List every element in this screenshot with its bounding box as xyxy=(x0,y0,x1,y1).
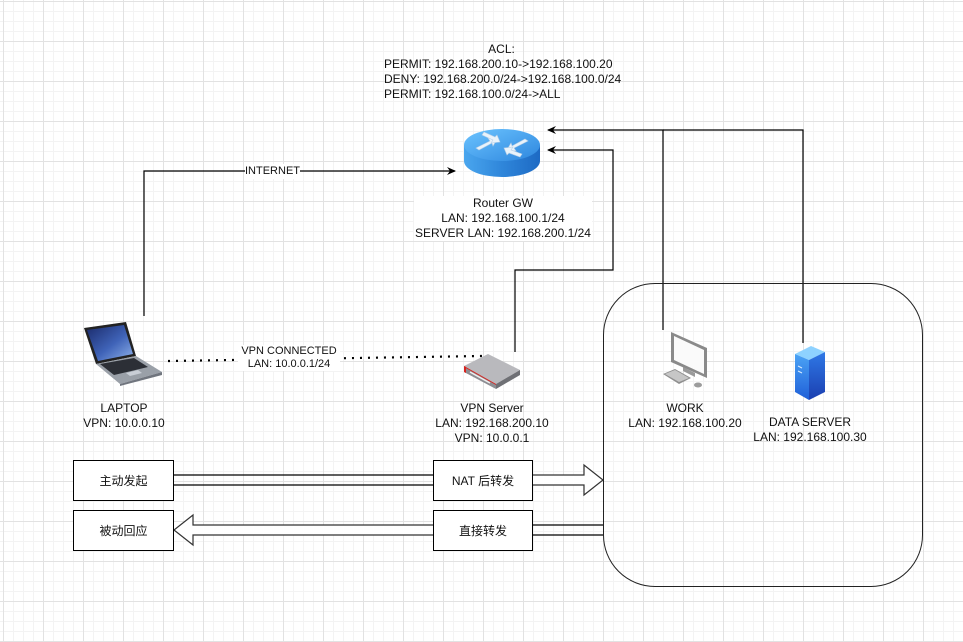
initiate-flow-arrow xyxy=(174,463,604,497)
vpn-subnet: LAN: 10.0.0.1/24 xyxy=(247,358,331,370)
laptop-icon[interactable] xyxy=(82,320,164,386)
internet-connector xyxy=(143,167,456,316)
acl-title: ACL: xyxy=(488,42,515,56)
desktop-computer-icon[interactable] xyxy=(661,330,711,390)
vpn-server-vpn-ip: VPN: 10.0.0.1 xyxy=(454,431,530,445)
work-label: WORK LAN: 192.168.100.20 xyxy=(625,401,745,431)
data-server-lan-ip: LAN: 192.168.100.30 xyxy=(753,430,867,444)
laptop-name: LAPTOP xyxy=(100,401,148,415)
server-tower-icon[interactable] xyxy=(793,344,827,402)
router-label: Router GW LAN: 192.168.100.1/24 SERVER L… xyxy=(414,196,592,241)
router-icon[interactable] xyxy=(462,123,542,181)
internet-label: INTERNET xyxy=(245,164,300,179)
router-server-lan: SERVER LAN: 192.168.200.1/24 xyxy=(415,226,591,240)
vpn-link-label: VPN CONNECTED LAN: 10.0.0.1/24 xyxy=(238,345,340,371)
data-server-router-connector xyxy=(663,129,804,343)
acl-block: ACL: PERMIT: 192.168.200.10->192.168.100… xyxy=(384,42,621,102)
data-server-label: DATA SERVER LAN: 192.168.100.30 xyxy=(745,415,875,445)
reply-box: 被动回应 xyxy=(73,510,174,551)
router-name: Router GW xyxy=(472,196,533,210)
vpn-appliance-icon[interactable] xyxy=(462,352,522,390)
vpn-server-name: VPN Server xyxy=(460,401,524,415)
work-lan-ip: LAN: 192.168.100.20 xyxy=(628,416,742,430)
acl-rule: PERMIT: 192.168.100.0/24->ALL xyxy=(384,87,561,101)
initiate-box: 主动发起 xyxy=(73,460,174,501)
direct-forward-box: 直接转发 xyxy=(433,510,533,551)
nat-forward-box: NAT 后转发 xyxy=(433,460,533,501)
router-lan: LAN: 192.168.100.1/24 xyxy=(441,211,565,225)
work-name: WORK xyxy=(666,401,704,415)
vpn-status: VPN CONNECTED xyxy=(241,345,337,357)
reply-flow-arrow xyxy=(173,513,603,547)
vpn-server-router-connector xyxy=(514,146,614,352)
laptop-label: LAPTOP VPN: 10.0.0.10 xyxy=(64,401,184,431)
vpn-server-lan: LAN: 192.168.200.10 xyxy=(435,416,549,430)
internal-network-zone xyxy=(603,283,923,587)
vpn-server-label: VPN Server LAN: 192.168.200.10 VPN: 10.0… xyxy=(432,401,552,446)
acl-rule: PERMIT: 192.168.200.10->192.168.100.20 xyxy=(384,57,613,71)
data-server-name: DATA SERVER xyxy=(768,415,852,429)
acl-rule: DENY: 192.168.200.0/24->192.168.100.0/24 xyxy=(384,72,622,86)
laptop-vpn-ip: VPN: 10.0.0.10 xyxy=(83,416,165,430)
